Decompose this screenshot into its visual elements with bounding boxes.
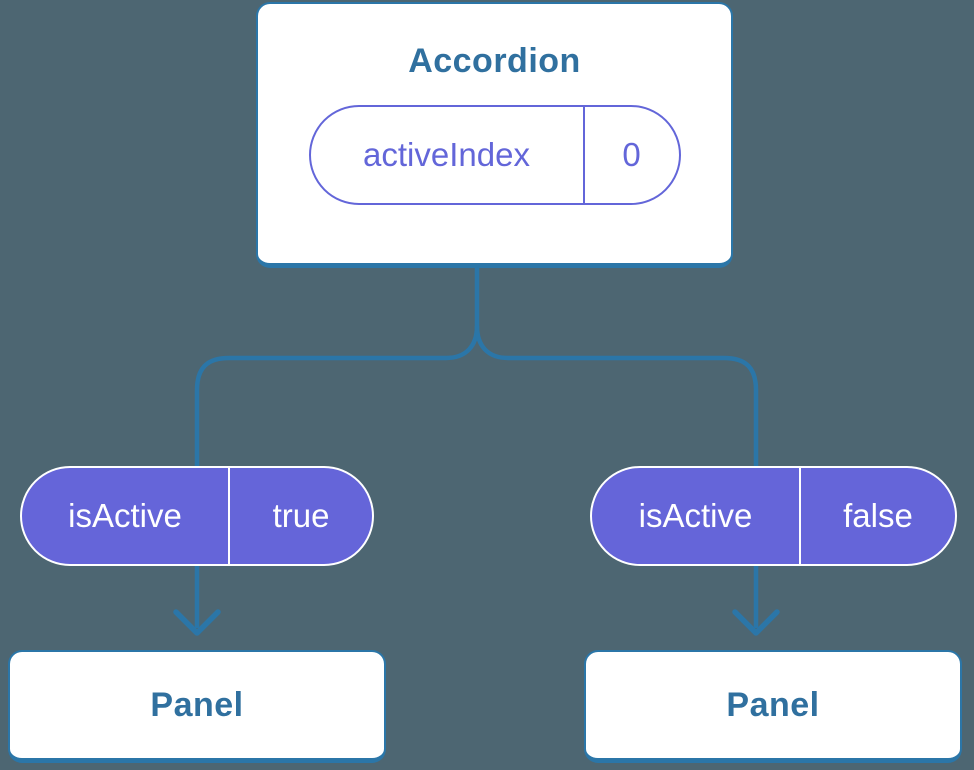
prop-pill-isactive-false: isActive false [590,466,957,566]
component-title: Accordion [408,42,581,80]
state-pill-activeindex: activeIndex 0 [308,105,681,205]
connector-left-branch [194,266,480,628]
prop-value-label: false [843,497,913,534]
state-value-label: 0 [622,136,641,173]
prop-value-label: true [272,497,330,534]
arrow-down-icon [173,609,221,636]
panel-component-node-left: Panel [8,650,386,763]
state-name-label: activeIndex [311,107,585,203]
prop-name-label: isActive [592,468,801,564]
prop-name-label: isActive [22,468,230,564]
component-title: Panel [726,685,820,724]
connector-right-branch [474,325,759,628]
accordion-component-node: Accordion activeIndex 0 [256,2,733,268]
prop-pill-isactive-true: isActive true [20,466,374,566]
panel-component-node-right: Panel [584,650,962,763]
arrow-down-icon [732,609,780,636]
component-title: Panel [150,685,244,724]
